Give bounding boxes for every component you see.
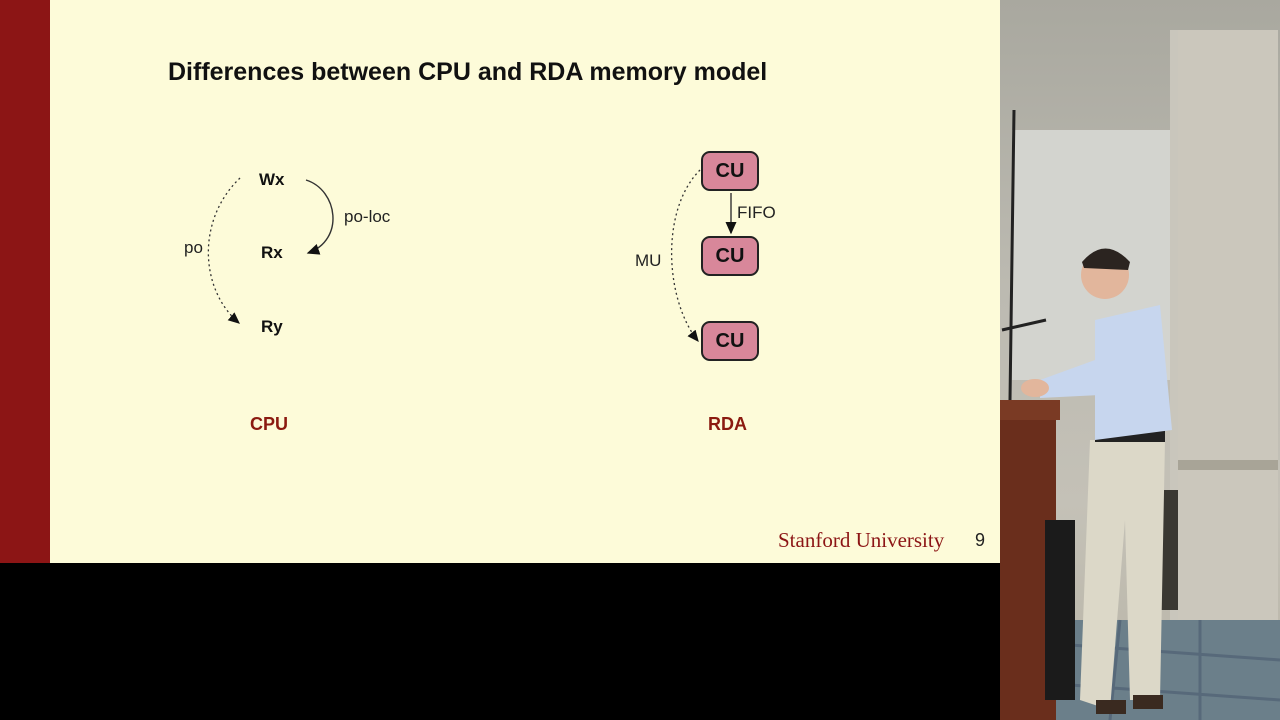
mu-edge <box>671 169 701 343</box>
cu-box: CU <box>701 236 759 276</box>
node-wx: Wx <box>259 170 285 189</box>
cu-box: CU <box>701 321 759 361</box>
po-edge <box>207 177 241 324</box>
mu-label: MU <box>635 251 662 270</box>
slide-left-stripe <box>0 0 50 563</box>
po-loc-edge <box>305 179 334 255</box>
node-ry: Ry <box>261 317 283 336</box>
page-number: 9 <box>975 530 986 550</box>
cpu-caption: CPU <box>250 414 289 434</box>
fifo-label: FIFO <box>737 203 776 222</box>
rda-caption: RDA <box>708 414 747 434</box>
speaker-scene-image <box>1000 30 1280 720</box>
stanford-logo: Stanford University <box>778 528 945 552</box>
speaker-video <box>1000 0 1280 720</box>
slide: Differences between CPU and RDA memory m… <box>0 0 1000 563</box>
po-loc-label: po-loc <box>344 207 391 226</box>
node-rx: Rx <box>261 243 283 262</box>
diagram-arrows <box>207 169 737 343</box>
slide-title: Differences between CPU and RDA memory m… <box>168 58 768 86</box>
po-label: po <box>184 238 203 257</box>
cu-box: CU <box>701 151 759 191</box>
